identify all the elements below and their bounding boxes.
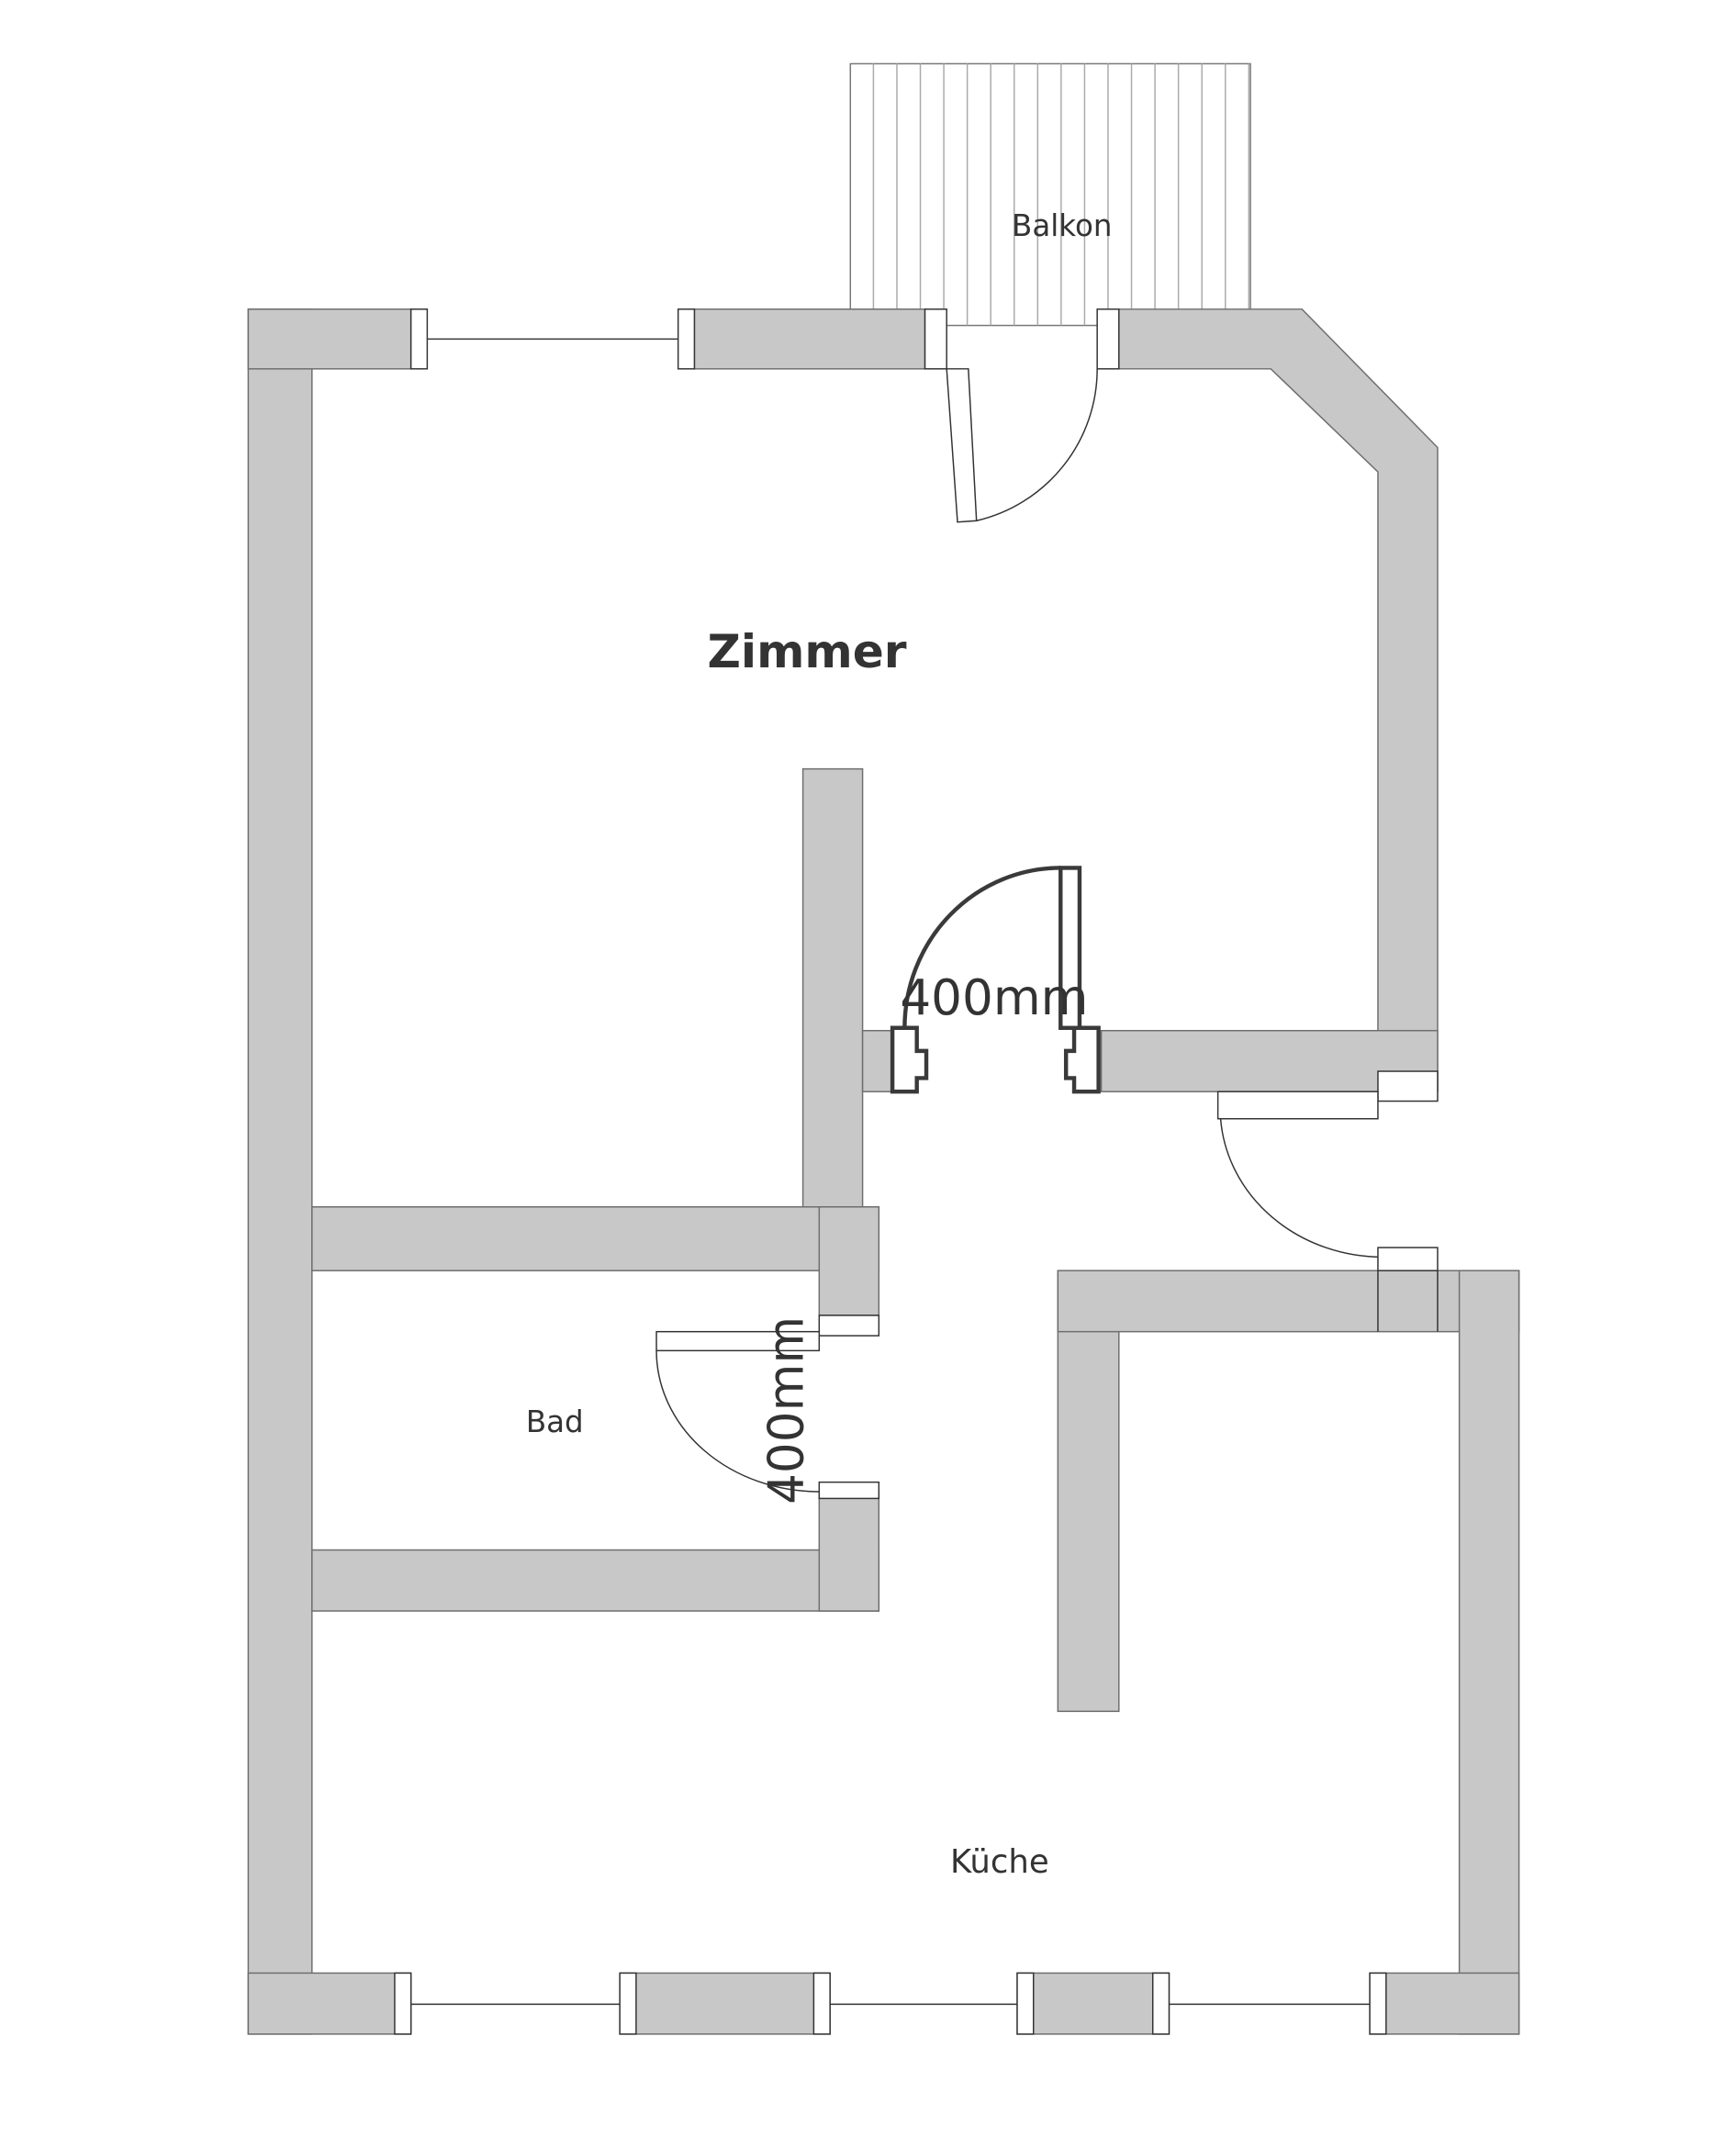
wall-top-right-angled xyxy=(1118,308,1439,1092)
room-label-balcony: Balkon xyxy=(1012,208,1112,243)
wall-bottom-4 xyxy=(1369,1972,1520,2035)
wall-bad-jamb-top xyxy=(818,1206,880,1316)
wall-bottom-2 xyxy=(619,1972,831,2035)
wall-left-outer xyxy=(247,308,313,2035)
dimension-label-living-door: 400mm xyxy=(900,969,1088,1026)
windows-bottom xyxy=(394,1972,1387,2035)
balcony xyxy=(849,62,1251,327)
wall-bad-bottom xyxy=(311,1549,880,1612)
bath-door xyxy=(655,1315,880,1500)
room-label-kitchen: Küche xyxy=(950,1843,1049,1881)
balcony-door xyxy=(924,308,1120,523)
wall-top-mid xyxy=(693,308,926,370)
room-label-living: Zimmer xyxy=(707,624,906,678)
zimmer-door xyxy=(890,866,1101,1094)
walls xyxy=(247,308,1520,2035)
wall-zimmer-bad xyxy=(311,1206,880,1271)
wall-kitchen-left xyxy=(1057,1270,1120,1713)
dimension-label-bath-door: 400mm xyxy=(758,1316,815,1505)
wall-partition-zimmer xyxy=(801,767,864,1217)
window-top-left xyxy=(409,308,696,370)
wall-bottom-1 xyxy=(247,1972,412,2035)
wall-bad-jamb-bottom xyxy=(818,1491,880,1612)
wall-kitchen-top xyxy=(1057,1270,1520,1333)
room-label-bath: Bad xyxy=(526,1404,584,1439)
wall-bottom-3 xyxy=(1016,1972,1170,2035)
wall-top-left xyxy=(247,308,412,370)
kitchen-door xyxy=(1216,1070,1439,1271)
wall-kitchen-right xyxy=(1458,1270,1520,2035)
wall-partition-stub xyxy=(861,1029,896,1092)
